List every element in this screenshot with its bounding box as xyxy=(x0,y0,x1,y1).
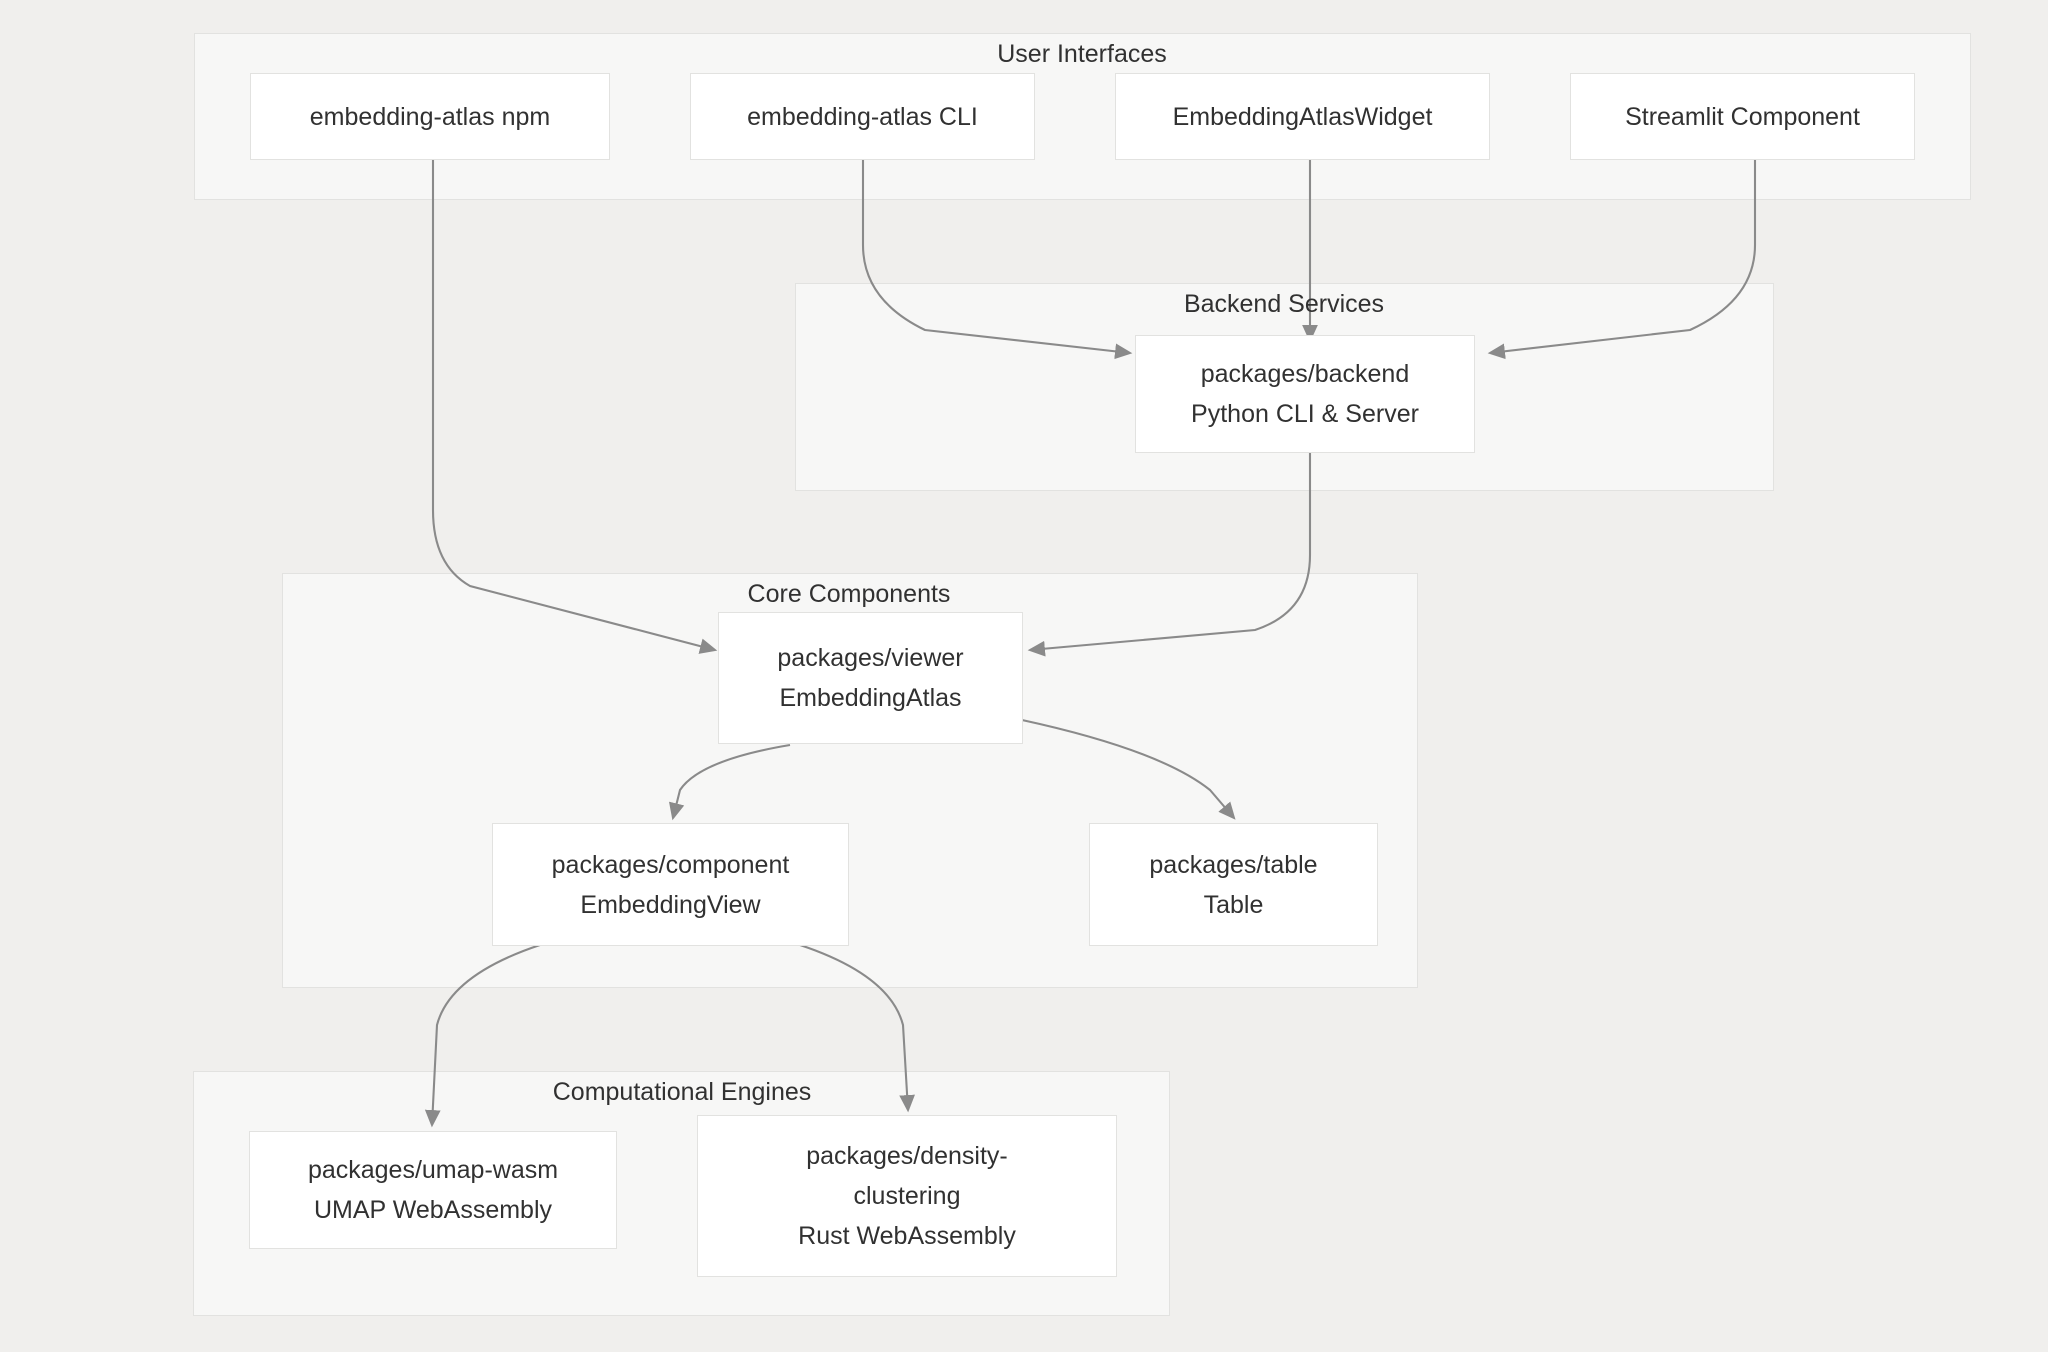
node-label-line1: packages/backend xyxy=(1200,360,1410,388)
group-label-user-interfaces: User Interfaces xyxy=(997,40,1167,68)
node-label-line2: clustering xyxy=(853,1182,961,1210)
node-embedding-atlas-npm[interactable]: embedding-atlas npm xyxy=(250,73,610,160)
node-label-line1: packages/table xyxy=(1149,850,1318,879)
node-label-line1: Streamlit Component xyxy=(1625,102,1860,131)
node-streamlit-component[interactable]: Streamlit Component xyxy=(1570,73,1915,160)
group-label-core-components: Core Components xyxy=(747,580,951,608)
node-packages-component[interactable]: packages/component EmbeddingView xyxy=(492,823,849,946)
node-label-line1: packages/umap-wasm xyxy=(307,1156,559,1184)
node-label-line2: Python CLI & Server xyxy=(1191,400,1419,428)
node-label-line1: packages/viewer xyxy=(777,644,964,672)
node-label-line1: packages/component xyxy=(551,850,790,879)
node-packages-backend[interactable]: packages/backend Python CLI & Server xyxy=(1135,335,1475,453)
node-packages-umap-wasm[interactable]: packages/umap-wasm UMAP WebAssembly xyxy=(249,1131,617,1249)
node-label-line2: UMAP WebAssembly xyxy=(313,1196,553,1224)
node-label-line2: Table xyxy=(1203,890,1264,919)
node-label-line2: EmbeddingView xyxy=(580,890,761,919)
node-packages-table[interactable]: packages/table Table xyxy=(1089,823,1378,946)
node-embedding-atlas-cli[interactable]: embedding-atlas CLI xyxy=(690,73,1035,160)
node-packages-density-clustering[interactable]: packages/density- clustering Rust WebAss… xyxy=(697,1115,1117,1277)
group-label-backend-services: Backend Services xyxy=(1183,290,1385,318)
node-label-line1: packages/density- xyxy=(806,1142,1008,1170)
node-label-line1: embedding-atlas npm xyxy=(309,102,551,131)
node-label-line1: embedding-atlas CLI xyxy=(747,102,978,131)
node-label-line3: Rust WebAssembly xyxy=(798,1222,1016,1250)
node-label-line1: EmbeddingAtlasWidget xyxy=(1172,102,1433,131)
group-label-computational-engines: Computational Engines xyxy=(552,1078,812,1106)
node-packages-viewer[interactable]: packages/viewer EmbeddingAtlas xyxy=(718,612,1023,744)
node-embedding-atlas-widget[interactable]: EmbeddingAtlasWidget xyxy=(1115,73,1490,160)
node-label-line2: EmbeddingAtlas xyxy=(779,684,962,712)
